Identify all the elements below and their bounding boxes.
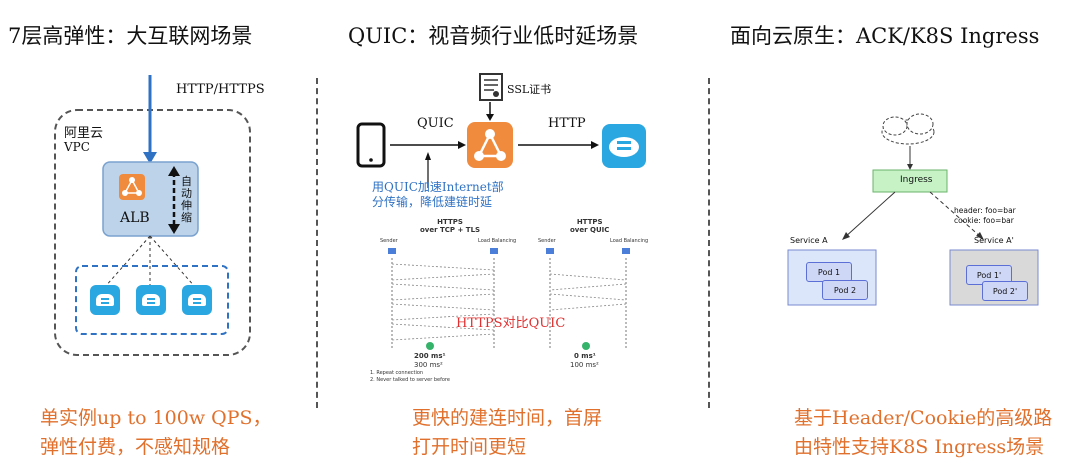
panel-2-caption-line-1: 更快的建连时间，首屏	[412, 407, 603, 429]
panel-3-caption-line-2: 由特性支持K8S Ingress场景	[794, 436, 1045, 458]
header-rule: header: foo=bar	[954, 206, 1016, 215]
autoscale-label: 自动伸缩	[181, 175, 192, 224]
separator-right	[708, 78, 710, 408]
phone-icon	[356, 122, 386, 168]
panel-1-caption-line-2: 弹性付费，不感知规格	[40, 436, 231, 458]
vpc-label-cn: 阿里云	[64, 126, 104, 141]
tcp-tls-title-line-1: HTTPS	[437, 218, 463, 226]
quic-title-line-2: over QUIC	[570, 226, 610, 234]
https-vs-quic-label: HTTPS对比QUIC	[456, 316, 566, 331]
lb-label-right: Load Balancing	[610, 238, 649, 244]
service-a-prime-label: Service A'	[974, 236, 1014, 245]
sender-label-left: Sender	[380, 238, 398, 244]
tcp-tls-title: HTTPS over TCP + TLS	[420, 218, 480, 234]
quic-note-line-2: 分传输，降低建链时延	[372, 195, 493, 209]
alb-label: ALB	[120, 210, 150, 226]
quic-label: QUIC	[417, 116, 454, 131]
tcp-tls-sequence	[388, 248, 498, 350]
footnote-1: 1. Repeat connection	[370, 370, 424, 376]
alb-diagram-svg	[54, 75, 251, 356]
lb-label-left: Load Balancing	[478, 238, 517, 244]
ingress-box	[872, 169, 948, 193]
cookie-rule: cookie: foo=bar	[954, 216, 1014, 225]
quic-diagram-svg	[356, 73, 646, 350]
panel-1-caption-line-1: 单实例up to 100w QPS，	[40, 407, 272, 429]
pod-2: Pod 2	[822, 280, 868, 300]
service-a-label: Service A	[790, 236, 828, 245]
backend-pool-box	[75, 265, 229, 335]
panel-3-caption-line-1: 基于Header/Cookie的高级路	[794, 407, 1053, 429]
panel-2-diagram: QUIC HTTP SSL证书 用QUIC加速Internet部 分传输，降低建…	[340, 68, 690, 388]
ingress-label: Ingress	[900, 175, 933, 185]
server-icon	[136, 285, 166, 315]
footnote-2: 2. Never talked to server before	[370, 377, 450, 383]
pod-1: Pod 1	[806, 262, 852, 282]
quic-time-2: 100 ms²	[570, 361, 599, 369]
server-icon	[182, 285, 212, 315]
ssl-certificate-icon	[479, 73, 503, 101]
vpc-boundary	[54, 109, 251, 356]
panel-1-title: 7层高弹性：大互联网场景	[8, 24, 253, 48]
ssl-label: SSL证书	[507, 83, 552, 96]
alb-icon	[467, 122, 513, 168]
panel-2-title: QUIC：视音频行业低时延场景	[348, 24, 639, 48]
http-label: HTTP	[548, 116, 586, 131]
tcp-time-2: 300 ms²	[414, 361, 443, 369]
panel-3-title: 面向云原生：ACK/K8S Ingress	[730, 24, 1040, 48]
quic-time-1: 0 ms¹	[574, 352, 596, 360]
separator-left	[316, 78, 318, 408]
quic-sequence	[546, 248, 630, 350]
sender-label-right: Sender	[538, 238, 556, 244]
quic-note: 用QUIC加速Internet部 分传输，降低建链时延	[372, 180, 504, 210]
quic-title-line-1: HTTPS	[576, 218, 603, 226]
tcp-tls-title-line-2: over TCP + TLS	[420, 226, 481, 234]
cloud-icon	[881, 113, 935, 145]
http-https-label: HTTP/HTTPS	[176, 82, 265, 97]
quic-title: HTTPS over QUIC	[570, 218, 609, 234]
tcp-time-1: 200 ms¹	[414, 352, 446, 360]
server-icon	[90, 285, 120, 315]
incoming-arrowhead	[143, 152, 157, 164]
panel-3-diagram: Ingress Service A Service A' header: foo…	[760, 110, 1070, 330]
panel-1-diagram: HTTP/HTTPS 阿里云 VPC ALB 自动伸缩	[0, 70, 300, 370]
header-match-rules: header: foo=bar cookie: foo=bar	[954, 206, 1016, 226]
vpc-label: VPC	[64, 140, 90, 154]
panel-1-caption: 单实例up to 100w QPS， 弹性付费，不感知规格	[40, 404, 272, 462]
panel-2-caption: 更快的建连时间，首屏 打开时间更短	[412, 404, 602, 462]
panel-3-caption: 基于Header/Cookie的高级路 由特性支持K8S Ingress场景	[794, 404, 1052, 462]
pod-2-prime: Pod 2'	[982, 281, 1028, 301]
quic-note-line-1: 用QUIC加速Internet部	[372, 180, 504, 194]
panel-2-caption-line-2: 打开时间更短	[412, 436, 527, 458]
